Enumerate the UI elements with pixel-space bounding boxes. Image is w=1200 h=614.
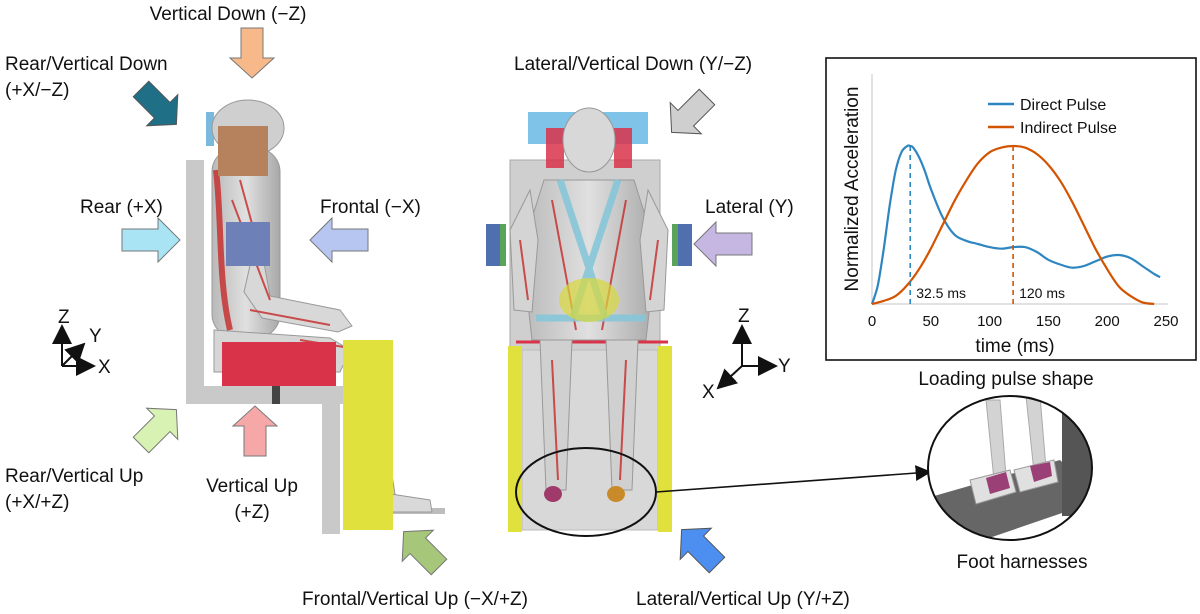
- chart-ticks-layer: 0 50 100 150 200 250: [868, 313, 1179, 330]
- side-axis-x-label: X: [98, 357, 111, 378]
- chart-x-tick-label: 200: [1095, 313, 1120, 330]
- arrow-shape: [121, 216, 181, 264]
- chart-x-tick-label: 150: [1036, 313, 1061, 330]
- arrow-lateral-vertical-down: [669, 88, 716, 135]
- front-view-model: [486, 107, 692, 537]
- chart-x-tick-label: 50: [922, 313, 939, 330]
- side-seat-base-frame: [186, 386, 352, 404]
- arrow-rear: [121, 216, 181, 264]
- label-vertical-down: Vertical Down (−Z): [150, 4, 307, 25]
- side-leg-plate: [343, 340, 393, 530]
- arrow-vertical-down: [228, 27, 276, 79]
- front-head-side-plate-left: [546, 128, 564, 168]
- front-pelvis: [559, 278, 619, 322]
- front-arm-right: [639, 188, 669, 313]
- arrow-shape: [401, 529, 448, 576]
- chart-peak-marker-label-0: 32.5 ms: [916, 285, 966, 301]
- chart-frame: [825, 57, 1197, 361]
- chart-legend: Direct Pulse Indirect Pulse: [988, 97, 1117, 137]
- foot-harness-inset-border: [927, 395, 1093, 541]
- loading-pulse-caption: Loading pulse shape: [918, 369, 1093, 390]
- front-head: [562, 107, 616, 173]
- label-lateral: Lateral (Y): [705, 197, 794, 218]
- front-leg-left: [539, 339, 573, 491]
- label-foot-harnesses: Foot harnesses: [957, 552, 1088, 573]
- arrow-shape: [228, 27, 276, 79]
- front-torso-plate-right: [676, 224, 692, 266]
- side-seat-leg: [322, 400, 340, 534]
- side-head-load-plate: [218, 126, 268, 176]
- label-rear-vertical-down-line1: Rear/Vertical Down: [5, 54, 168, 75]
- chart-y-axis-label: Normalized Acceleration: [842, 87, 863, 292]
- label-frontal-vertical-up: Frontal/Vertical Up (−X/+Z): [302, 589, 528, 610]
- arrow-rear-vertical-up: [132, 407, 179, 454]
- front-arm-left: [509, 188, 539, 313]
- front-axis-z-label: Z: [738, 306, 750, 327]
- side-seat-strut: [272, 382, 280, 404]
- side-seat-back-frame: [186, 160, 204, 396]
- chart-x-tick-label: 100: [977, 313, 1002, 330]
- arrow-shape: [693, 220, 753, 268]
- arrow-shape: [231, 405, 279, 457]
- front-leg-plate-left: [508, 346, 522, 532]
- label-lateral-vertical-up: Lateral/Vertical Up (Y/+Z): [636, 589, 850, 610]
- arrow-rear-vertical-down: [132, 80, 179, 127]
- front-axis-y-label: Y: [778, 356, 791, 377]
- side-axis-z-label: Z: [58, 307, 70, 328]
- front-leg-plate-right: [658, 346, 672, 532]
- front-axes: Z Y X: [702, 306, 791, 403]
- legend-label-direct: Direct Pulse: [1020, 97, 1106, 114]
- arrow-frontal: [309, 216, 369, 264]
- arrow-vertical-up: [231, 405, 279, 457]
- side-head-restraint: [206, 112, 214, 146]
- label-vertical-up-line1: Vertical Up: [206, 476, 298, 497]
- side-pelvis-load-plate: [222, 342, 336, 386]
- loading-pulse-chart: 32.5 ms 120 ms 0 50 100 150 200 250 Normalized…: [825, 57, 1197, 361]
- label-rear-vertical-up-line1: Rear/Vertical Up: [5, 466, 143, 487]
- side-view-model: [186, 99, 445, 534]
- front-torso-plate-left: [486, 224, 502, 266]
- legend-label-indirect: Indirect Pulse: [1020, 120, 1117, 137]
- front-torso-plate-left-edge: [500, 224, 506, 266]
- label-vertical-up-line2: (+Z): [234, 502, 269, 523]
- chart-series-layer: 32.5 ms 120 ms: [870, 144, 1161, 306]
- front-leg-right: [605, 339, 639, 491]
- side-spine-muscles: [213, 169, 233, 331]
- chart-peak-marker-label-1: 120 ms: [1019, 285, 1065, 301]
- front-axis-x-label: X: [702, 382, 715, 403]
- label-rear-vertical-down-line2: (+X/−Z): [5, 80, 69, 101]
- front-muscle-lines: [519, 199, 659, 481]
- foot-callout-line: [655, 465, 932, 493]
- arrow-shape: [679, 527, 726, 574]
- label-frontal: Frontal (−X): [320, 197, 421, 218]
- side-axes: Z Y X: [52, 307, 111, 378]
- arrow-shape: [669, 88, 716, 135]
- front-head-side-plate-right: [614, 128, 632, 168]
- foot-harness-inset: [927, 395, 1093, 541]
- chart-x-axis-label: time (ms): [975, 336, 1054, 357]
- front-foot-right: [607, 486, 625, 502]
- side-torso-load-plate: [226, 222, 270, 266]
- arrow-frontal-vertical-up: [401, 529, 448, 576]
- front-foot-left: [544, 486, 562, 502]
- arrow-shape: [309, 216, 369, 264]
- chart-series-direct-pulse: [870, 144, 1161, 305]
- arrow-shape: [132, 80, 179, 127]
- arrow-lateral: [693, 220, 753, 268]
- arrow-shape: [132, 407, 179, 454]
- arrow-lateral-vertical-up: [679, 527, 726, 574]
- chart-x-tick-label: 0: [868, 313, 876, 330]
- label-rear-vertical-up-line2: (+X/+Z): [5, 492, 69, 513]
- side-arm: [243, 229, 353, 333]
- side-axis-y-label: Y: [89, 326, 102, 347]
- chart-x-tick-label: 250: [1153, 313, 1178, 330]
- front-torso-plate-right-edge: [672, 224, 678, 266]
- label-lateral-vertical-down: Lateral/Vertical Down (Y/−Z): [514, 54, 752, 75]
- label-rear: Rear (+X): [80, 197, 163, 218]
